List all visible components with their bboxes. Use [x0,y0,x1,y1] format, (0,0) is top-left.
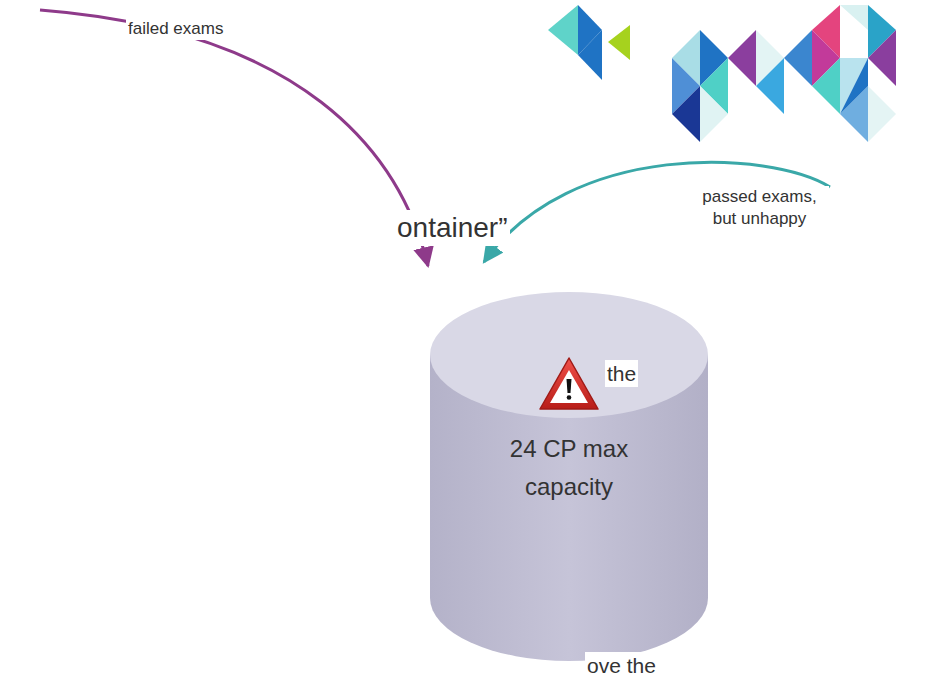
slide-text: the [605,360,638,387]
cylinder-body [430,355,708,661]
leader-arrow [484,162,830,262]
capacity-text: 24 CP max capacity [509,430,629,506]
warning-icon [540,358,598,409]
cylinder-top [430,292,708,418]
storage-cylinder: 24 CP max capacity [430,292,708,664]
slide-text: ontainer” [395,210,510,246]
arrow-label: passed exams, but unhappy [690,186,829,230]
corner-triangles [548,5,896,142]
arrow-label: failed exams [126,18,225,40]
slide-text: ove the [585,652,658,679]
leader-arrow [40,10,428,266]
